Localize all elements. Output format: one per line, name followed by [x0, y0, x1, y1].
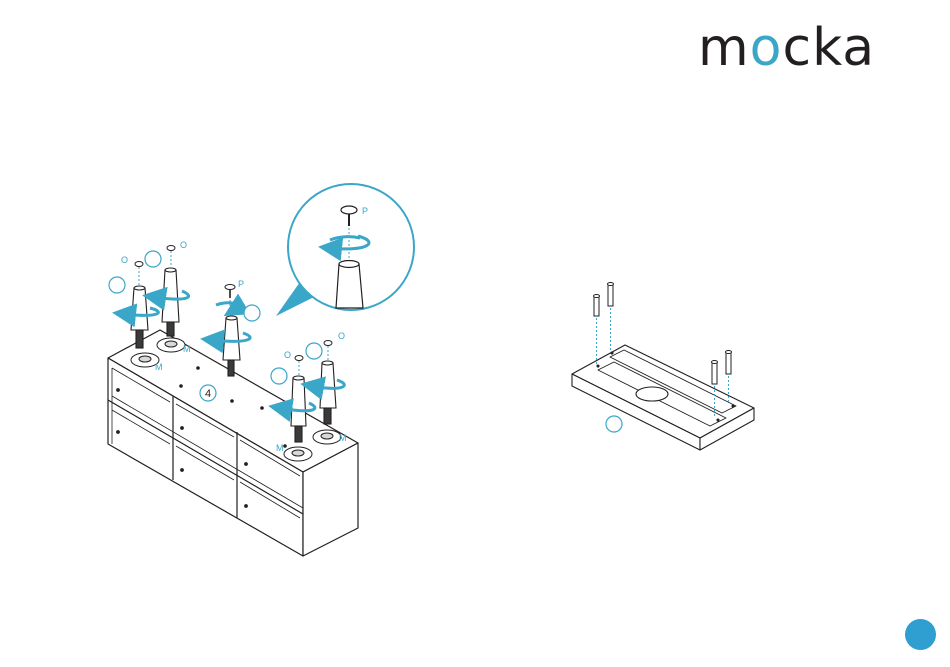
page-indicator	[905, 619, 936, 650]
label-m-2: M	[155, 362, 163, 372]
zoom-callout: P	[276, 184, 414, 316]
callout-circle-base	[606, 416, 622, 432]
label-o-2: O	[180, 240, 187, 250]
label-o-3: O	[284, 350, 291, 360]
label-p: P	[238, 279, 244, 289]
label-o-4: O	[338, 331, 345, 341]
label-m-1: M	[183, 344, 191, 354]
step-number: 4	[205, 388, 211, 400]
label-m-4: M	[339, 433, 347, 443]
zoom-label-p: P	[362, 206, 368, 216]
step-marker: 4	[200, 385, 216, 401]
label-m-3: M	[276, 443, 284, 453]
label-o-1: O	[121, 255, 128, 265]
